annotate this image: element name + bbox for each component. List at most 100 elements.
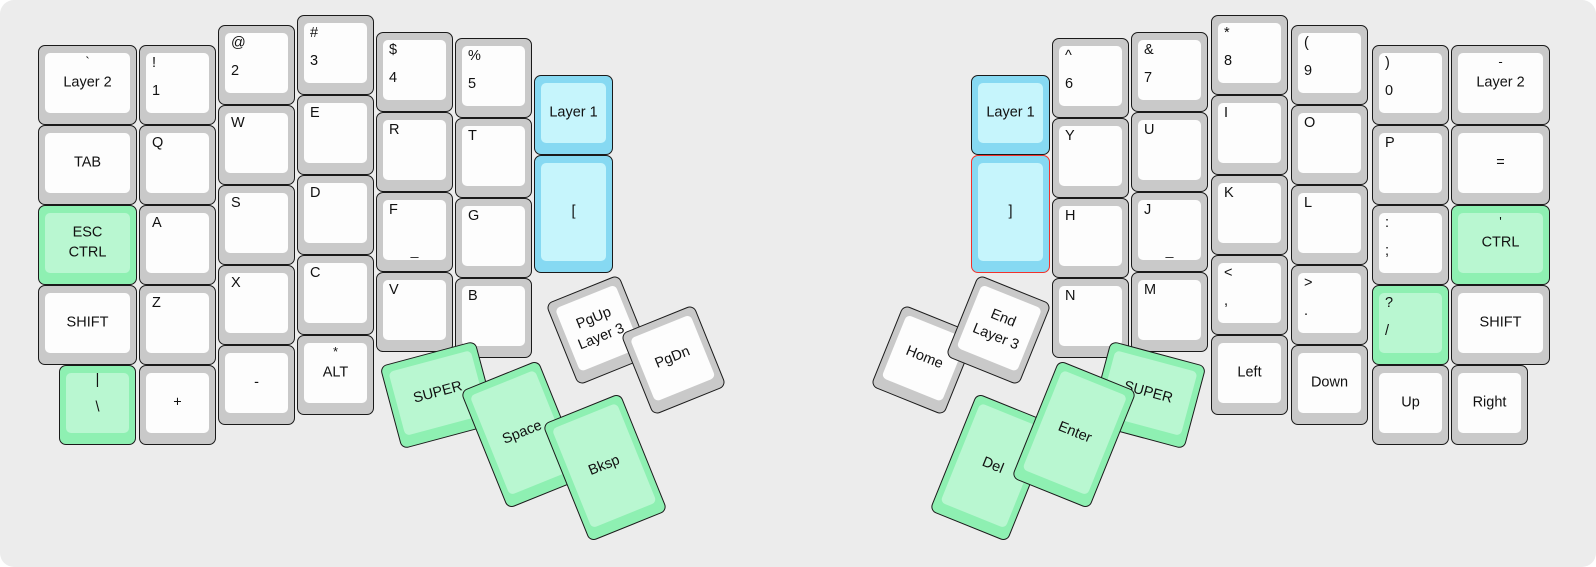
keycap-surface: TAB: [45, 133, 130, 193]
key-layer1-left[interactable]: Layer 1: [534, 75, 613, 155]
keycap-surface: -: [225, 353, 288, 413]
key-g[interactable]: G: [455, 198, 532, 278]
keycap-surface: (9: [1298, 33, 1361, 93]
key-legend-main: R: [389, 122, 400, 138]
key-legend-main: A: [152, 215, 162, 231]
keycap-surface: <,: [1218, 263, 1281, 323]
keycap-surface: A: [146, 213, 209, 273]
key-n[interactable]: N: [1052, 278, 1129, 358]
key-l[interactable]: L: [1291, 185, 1368, 265]
key-star-8[interactable]: *8: [1211, 15, 1288, 95]
key-minus-layer2[interactable]: -Layer 2: [1451, 45, 1550, 125]
key-legend-main: Layer 1: [986, 104, 1035, 121]
key-legend-main: 0: [1385, 83, 1394, 99]
key-legend-shifted: $: [389, 42, 398, 58]
key-q[interactable]: Q: [139, 125, 216, 205]
key-quote-ctrl[interactable]: 'CTRL: [1451, 205, 1550, 285]
key-legend-main: X: [231, 275, 241, 291]
keycap-surface: H: [1059, 206, 1122, 266]
key-u[interactable]: U: [1131, 112, 1208, 192]
key-legend-shifted: >: [1304, 275, 1313, 291]
key-hash-3[interactable]: #3: [297, 15, 374, 95]
key-legend-main: ESC CTRL: [68, 224, 107, 260]
key-legend-main: B: [468, 288, 478, 304]
keycap-surface: 'CTRL: [1458, 213, 1543, 273]
key-amp-7[interactable]: &7: [1131, 32, 1208, 112]
key-bracket-right[interactable]: ]: [971, 155, 1050, 273]
key-gt-period[interactable]: >.: [1291, 265, 1368, 345]
key-legend-main: S: [231, 195, 241, 211]
key-legend-shifted: ': [1499, 214, 1502, 229]
key-esc-ctrl[interactable]: ESC CTRL: [38, 205, 137, 285]
key-pipe-backslash[interactable]: |\: [59, 365, 136, 445]
key-r[interactable]: R: [376, 112, 453, 192]
key-x[interactable]: X: [218, 265, 295, 345]
key-legend-main: [: [571, 203, 576, 220]
key-s[interactable]: S: [218, 185, 295, 265]
keycap-surface: E: [304, 103, 367, 163]
key-e[interactable]: E: [297, 95, 374, 175]
keycap-surface: M: [1138, 280, 1201, 340]
key-paren-close-0[interactable]: )0: [1372, 45, 1449, 125]
key-plus[interactable]: +: [139, 365, 216, 445]
key-p[interactable]: P: [1372, 125, 1449, 205]
keycap-surface: *ALT: [304, 343, 367, 403]
key-question-slash[interactable]: ?/: [1372, 285, 1449, 365]
key-equals[interactable]: =: [1451, 125, 1550, 205]
key-tab[interactable]: TAB: [38, 125, 137, 205]
key-o[interactable]: O: [1291, 105, 1368, 185]
keycap-surface: +: [146, 373, 209, 433]
key-paren-open-9[interactable]: (9: [1291, 25, 1368, 105]
key-w[interactable]: W: [218, 105, 295, 185]
key-caret-6[interactable]: ^6: [1052, 38, 1129, 118]
key-m[interactable]: M: [1131, 272, 1208, 352]
key-t[interactable]: T: [455, 118, 532, 198]
key-left-arrow[interactable]: Left: [1211, 335, 1288, 415]
key-bracket-left[interactable]: [: [534, 155, 613, 273]
key-d[interactable]: D: [297, 175, 374, 255]
keycap-surface: W: [225, 113, 288, 173]
key-lt-comma[interactable]: <,: [1211, 255, 1288, 335]
key-y[interactable]: Y: [1052, 118, 1129, 198]
key-f[interactable]: F_: [376, 192, 453, 272]
key-at-2[interactable]: @2: [218, 25, 295, 105]
key-minus-left[interactable]: -: [218, 345, 295, 425]
key-star-alt[interactable]: *ALT: [297, 335, 374, 415]
key-up-arrow[interactable]: Up: [1372, 365, 1449, 445]
key-percent-5[interactable]: %5: [455, 38, 532, 118]
keycap-surface: T: [462, 126, 525, 186]
key-legend-main: ]: [1008, 203, 1013, 220]
key-z[interactable]: Z: [139, 285, 216, 365]
keycap-surface: Bksp: [551, 402, 657, 529]
key-legend-main: H: [1065, 208, 1076, 224]
key-legend-main: 2: [231, 63, 240, 79]
key-down-arrow[interactable]: Down: [1291, 345, 1368, 425]
key-right-arrow[interactable]: Right: [1451, 365, 1528, 445]
key-shift-right[interactable]: SHIFT: [1451, 285, 1550, 365]
key-j[interactable]: J_: [1131, 192, 1208, 272]
key-legend-main: 8: [1224, 53, 1233, 69]
key-v[interactable]: V: [376, 272, 453, 352]
keycap-surface: Y: [1059, 126, 1122, 186]
key-a[interactable]: A: [139, 205, 216, 285]
key-colon-semicolon[interactable]: :;: [1372, 205, 1449, 285]
key-legend-main: PgUp Layer 3: [573, 304, 627, 353]
key-c[interactable]: C: [297, 255, 374, 335]
key-excl-1[interactable]: !1: [139, 45, 216, 125]
key-grave-layer2[interactable]: `Layer 2: [38, 45, 137, 125]
keycap-surface: &7: [1138, 40, 1201, 100]
key-k[interactable]: K: [1211, 175, 1288, 255]
key-i[interactable]: I: [1211, 95, 1288, 175]
key-legend-main: Q: [152, 135, 164, 151]
key-legend-main: C: [310, 265, 321, 281]
key-dollar-4[interactable]: $4: [376, 32, 453, 112]
key-legend-main: Right: [1472, 394, 1507, 411]
key-layer1-right[interactable]: Layer 1: [971, 75, 1050, 155]
key-shift-left[interactable]: SHIFT: [38, 285, 137, 365]
key-bksp[interactable]: Bksp: [542, 392, 668, 543]
keycap-surface: F_: [383, 200, 446, 260]
key-legend-shifted: ): [1385, 55, 1390, 71]
keycap-surface: R: [383, 120, 446, 180]
key-legend-main: Y: [1065, 128, 1075, 144]
key-h[interactable]: H: [1052, 198, 1129, 278]
